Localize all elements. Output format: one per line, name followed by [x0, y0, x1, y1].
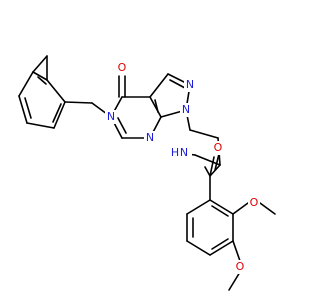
- atom-amide-nitrogen: N: [180, 146, 188, 159]
- bond: [149, 96, 162, 118]
- chemical-structure-diagram: O N N N N H N O O O: [18, 55, 276, 291]
- bond: [32, 71, 48, 81]
- bond: [52, 103, 62, 123]
- atom-amide-oxygen: O: [214, 141, 223, 154]
- bond: [24, 97, 32, 119]
- bonds: [18, 55, 276, 291]
- bond: [32, 55, 48, 73]
- bond: [64, 101, 93, 104]
- atom-ketone-oxygen: O: [118, 61, 127, 74]
- bond: [228, 271, 241, 291]
- bond: [169, 79, 186, 89]
- bond: [186, 240, 211, 256]
- bond: [194, 154, 221, 166]
- bond: [117, 117, 127, 134]
- bond: [154, 99, 159, 113]
- bond: [232, 240, 241, 262]
- bond: [37, 76, 47, 85]
- bond: [211, 205, 229, 217]
- bond: [209, 156, 215, 177]
- atom-methoxy-oxygen-3: O: [250, 196, 259, 209]
- bond: [186, 199, 211, 215]
- bond: [211, 238, 229, 250]
- atom-labels: O N N N N H N O O O: [105, 60, 260, 274]
- bond: [18, 95, 28, 124]
- atom-pyrimidine-n7-nitrogen: N: [146, 131, 154, 144]
- atom-methoxy-oxygen-4: O: [236, 260, 245, 273]
- bond: [149, 73, 169, 98]
- bond: [26, 122, 55, 129]
- atom-pyrimidinone-nitrogen: N: [107, 110, 115, 123]
- bond: [204, 166, 211, 177]
- bond: [259, 202, 276, 215]
- bond: [46, 79, 66, 103]
- bond: [189, 129, 219, 139]
- bond: [209, 199, 234, 215]
- atom-pyrazole-n1-nitrogen: N: [182, 103, 190, 116]
- bond: [53, 101, 66, 129]
- bond: [232, 202, 249, 215]
- bond: [18, 71, 34, 97]
- bond: [209, 240, 234, 256]
- atom-amide-hydrogen: H: [171, 146, 179, 159]
- atom-pyrazole-nitrogen: N: [186, 78, 194, 91]
